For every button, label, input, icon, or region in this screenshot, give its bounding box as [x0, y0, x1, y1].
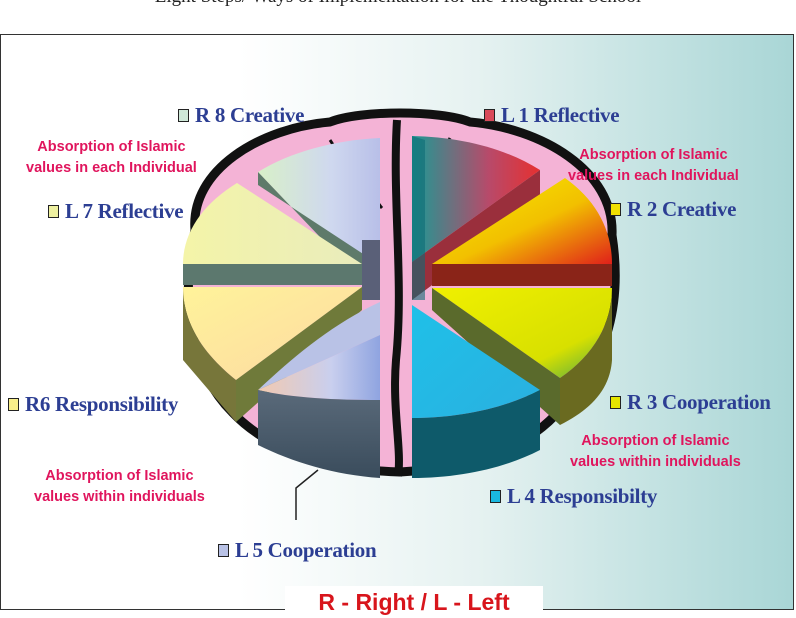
- label-r3-text: R 3 Cooperation: [627, 390, 771, 414]
- label-l1: L 1 Reflective: [484, 103, 620, 128]
- label-r2-text: R 2 Creative: [627, 197, 737, 221]
- label-r2: R 2 Creative: [610, 197, 736, 222]
- label-l7: L 7 Reflective: [48, 199, 184, 224]
- label-l1-text: L 1 Reflective: [501, 103, 620, 127]
- label-r8: R 8 Creative: [178, 103, 304, 128]
- label-l4-text: L 4 Responsibilty: [507, 484, 658, 508]
- label-r6-text: R6 Responsibility: [25, 392, 179, 416]
- annotation-bottom-left: Absorption of Islamic values within indi…: [34, 466, 205, 508]
- label-l7-text: L 7 Reflective: [65, 199, 184, 223]
- r6-swatch-icon: [8, 398, 19, 411]
- segment-l5: [258, 302, 380, 478]
- label-l4: L 4 Responsibilty: [490, 484, 657, 509]
- r8-swatch-icon: [178, 109, 189, 122]
- l7-swatch-icon: [48, 205, 59, 218]
- label-l5-text: L 5 Cooperation: [235, 538, 377, 562]
- page-title: Eight Steps/ Ways of Implementation for …: [0, 0, 796, 8]
- connector-line: [295, 469, 319, 520]
- segment-l7: [183, 183, 362, 285]
- annotation-line: Absorption of Islamic: [581, 433, 730, 449]
- annotation-bottom-right: Absorption of Islamic values within indi…: [570, 431, 741, 473]
- r2-swatch-icon: [610, 203, 621, 216]
- label-r6: R6 Responsibility: [8, 392, 178, 417]
- l1-swatch-icon: [484, 109, 495, 122]
- segment-r2: [432, 178, 612, 286]
- label-r3: R 3 Cooperation: [610, 390, 771, 415]
- label-r8-text: R 8 Creative: [195, 103, 305, 127]
- label-l5: L 5 Cooperation: [218, 538, 377, 563]
- l5-swatch-icon: [218, 544, 229, 557]
- annotation-line: Absorption of Islamic: [45, 468, 194, 484]
- r3-swatch-icon: [610, 396, 621, 409]
- legend-caption: R - Right / L - Left: [285, 586, 543, 618]
- l4-swatch-icon: [490, 490, 501, 503]
- segment-l4: [412, 305, 540, 478]
- annotation-line: values within individuals: [34, 489, 205, 505]
- annotation-line: values in each Individual: [26, 160, 197, 176]
- annotation-top-right: Absorption of Islamic values in each Ind…: [568, 145, 739, 187]
- annotation-line: Absorption of Islamic: [37, 139, 186, 155]
- annotation-line: Absorption of Islamic: [579, 147, 728, 163]
- annotation-line: values in each Individual: [568, 168, 739, 184]
- annotation-line: values within individuals: [570, 454, 741, 470]
- annotation-top-left: Absorption of Islamic values in each Ind…: [26, 137, 197, 179]
